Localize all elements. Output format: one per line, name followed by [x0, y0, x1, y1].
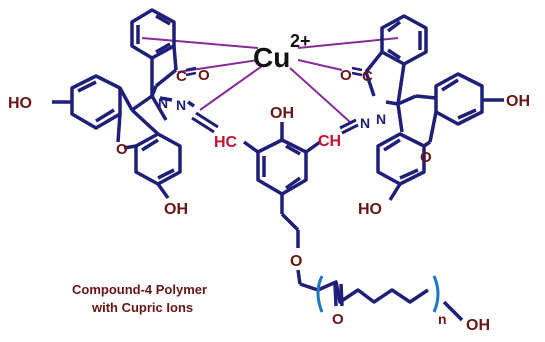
- copper-charge: 2+: [290, 31, 311, 51]
- linker-ether-o: O: [290, 253, 302, 270]
- right-oh-bottom: HO: [358, 201, 382, 218]
- left-oh-bottom: OH: [164, 201, 188, 218]
- right-n2: N: [376, 111, 386, 127]
- right-carbonyl-c: C: [362, 68, 373, 85]
- left-n2: N: [176, 97, 186, 113]
- right-n1: N: [360, 115, 370, 131]
- caption: Compound-4 Polymer with Cupric Ions: [72, 282, 207, 315]
- right-rhodamine: [364, 14, 504, 201]
- left-carbonyl-o: O: [198, 67, 210, 84]
- coordination-bond: [297, 59, 343, 71]
- terminal-oh: OH: [466, 317, 490, 334]
- carbonyl-bonds: [185, 66, 363, 77]
- right-xanthene-ring-b: [376, 132, 426, 186]
- polymer-brackets: [316, 275, 440, 313]
- coordination-bond: [199, 65, 263, 111]
- bracket-right: [432, 275, 440, 313]
- left-oh-left: HO: [8, 95, 32, 112]
- linker-phenol-oh: OH: [270, 105, 294, 122]
- coordination-bond: [141, 37, 259, 49]
- bracket-left: [316, 275, 324, 313]
- atom-labels: Cu 2+ C O N N O HO OH O C N N O OH HO HC…: [8, 31, 530, 334]
- left-ring-o: O: [116, 141, 128, 158]
- right-oh-right: OH: [506, 93, 530, 110]
- left-n1: N: [158, 95, 168, 111]
- left-rhodamine: [52, 8, 195, 200]
- imine-bonds: [191, 111, 359, 135]
- right-ring-o: O: [420, 149, 432, 166]
- linker-hc: HC: [214, 134, 238, 151]
- repeat-subscript: n: [438, 311, 447, 327]
- coordination-bond: [289, 67, 351, 123]
- left-carbonyl-c: C: [176, 68, 187, 85]
- caption-line2: with Cupric Ions: [91, 300, 193, 315]
- linker-carbonyl-o: O: [332, 311, 344, 328]
- caption-line1: Compound-4 Polymer: [72, 282, 207, 297]
- central-linker: [242, 122, 464, 322]
- copper-symbol: Cu: [253, 42, 290, 73]
- right-carbonyl-o: O: [340, 67, 352, 84]
- linker-ch: CH: [318, 133, 341, 150]
